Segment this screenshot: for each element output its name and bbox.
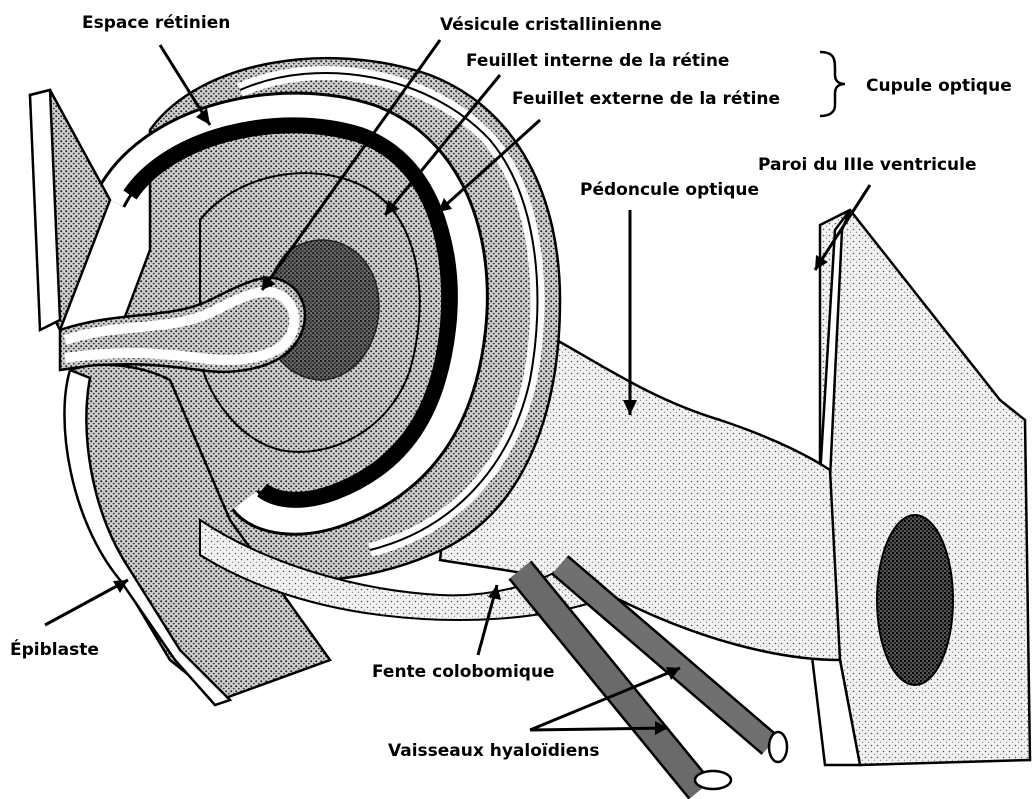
- label-cupule-optique: Cupule optique: [866, 76, 1012, 96]
- label-feuillet-interne: Feuillet interne de la rétine: [466, 51, 729, 71]
- label-vaisseaux-hyaloidiens: Vaisseaux hyaloïdiens: [388, 741, 600, 761]
- bracket: [820, 52, 845, 116]
- ventricle-wall: [810, 210, 1030, 765]
- label-fente-colobomique: Fente colobomique: [372, 662, 555, 682]
- label-epiblaste: Épiblaste: [10, 638, 99, 660]
- label-pedoncule-optique: Pédoncule optique: [580, 180, 759, 200]
- label-vesicule-cristallinienne: Vésicule cristallinienne: [440, 15, 662, 35]
- label-espace-retinien: Espace rétinien: [82, 13, 230, 33]
- label-feuillet-externe: Feuillet externe de la rétine: [512, 89, 780, 109]
- label-paroi-ventricule: Paroi du IIIe ventricule: [758, 155, 977, 175]
